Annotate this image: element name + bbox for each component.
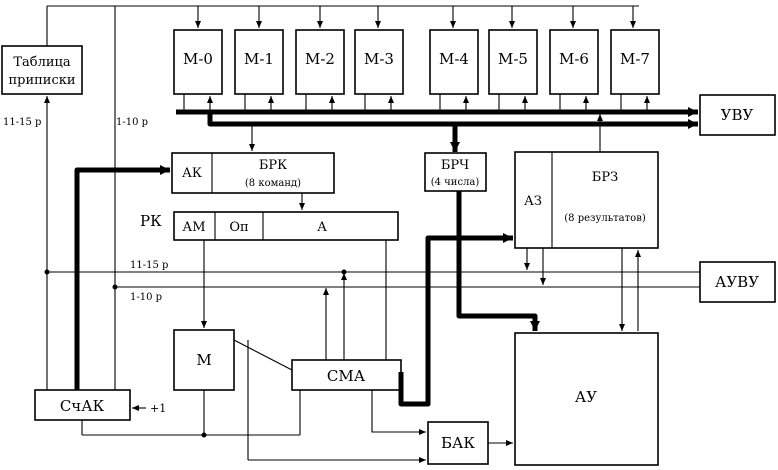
op-label: Оп [229,220,248,235]
module-label: М-5 [498,50,528,68]
module-m6: М-6 [549,29,599,95]
module-m2: М-2 [295,29,345,95]
schak-label: СчАК [60,397,105,415]
brz-label: БРЗ [592,170,618,185]
module-m0: М-0 [173,29,223,95]
module-label: М-1 [244,50,274,68]
page-table-label-2: приписки [8,73,75,88]
brk-block: АК БРК (8 команд) [171,152,335,194]
rk-register: АМ Оп А [173,211,399,241]
au-block: АУ [514,332,659,466]
ak-label: АК [182,166,202,181]
az-label: АЗ [524,194,542,209]
module-m5: М-5 [488,29,538,95]
left-11-15-label: 11-15 р [3,117,41,128]
module-m7: М-7 [610,29,660,95]
control-wiring [44,6,700,463]
data-paths [74,165,540,407]
au-label: АУ [575,388,597,406]
schak-block: СчАК [34,389,131,421]
module-bus-stubs [183,94,650,112]
module-m3: М-3 [354,29,404,95]
rk-label: РК [140,212,162,230]
memory-bus [176,107,698,152]
module-m4: М-4 [429,29,479,95]
m-label: М [196,351,211,369]
brch-sublabel: (4 числа) [431,177,480,188]
page-table-label-1: Таблица [13,55,71,70]
module-m1: М-1 [234,29,284,95]
mid-1-10-label: 1-10 р [130,292,162,303]
brz-sublabel: (8 результатов) [564,213,646,224]
brk-label: БРК [259,158,287,173]
bak-block: БАК [427,421,489,465]
sma-block: СМА [291,359,402,391]
module-label: М-6 [559,50,589,68]
module-label: М-7 [620,50,650,68]
sma-label: СМА [327,367,366,385]
module-label: М-0 [183,50,213,68]
page-table-block: Таблица приписки [1,45,83,95]
brch-label: БРЧ [441,158,469,173]
module-label: М-3 [364,50,394,68]
brz-block: АЗ БРЗ (8 результатов) [514,151,659,249]
m-block: М [173,329,235,391]
top-bus [46,5,639,46]
auvu-label: АУВУ [715,273,759,291]
auvu-block: АУВУ [699,261,776,303]
mid-11-15-label: 11-15 р [130,260,168,271]
plus-one-label: +1 [150,402,166,415]
brch-block: БРЧ (4 числа) [424,152,487,192]
uvu-label: УВУ [721,106,754,124]
module-label: М-4 [439,50,469,68]
left-1-10-label: 1-10 р [116,117,148,128]
brk-sublabel: (8 команд) [245,178,301,189]
uvu-block: УВУ [699,94,776,136]
module-label: М-2 [305,50,335,68]
am-label: АМ [182,220,205,235]
bak-label: БАК [441,434,475,452]
a-label: А [317,220,327,235]
